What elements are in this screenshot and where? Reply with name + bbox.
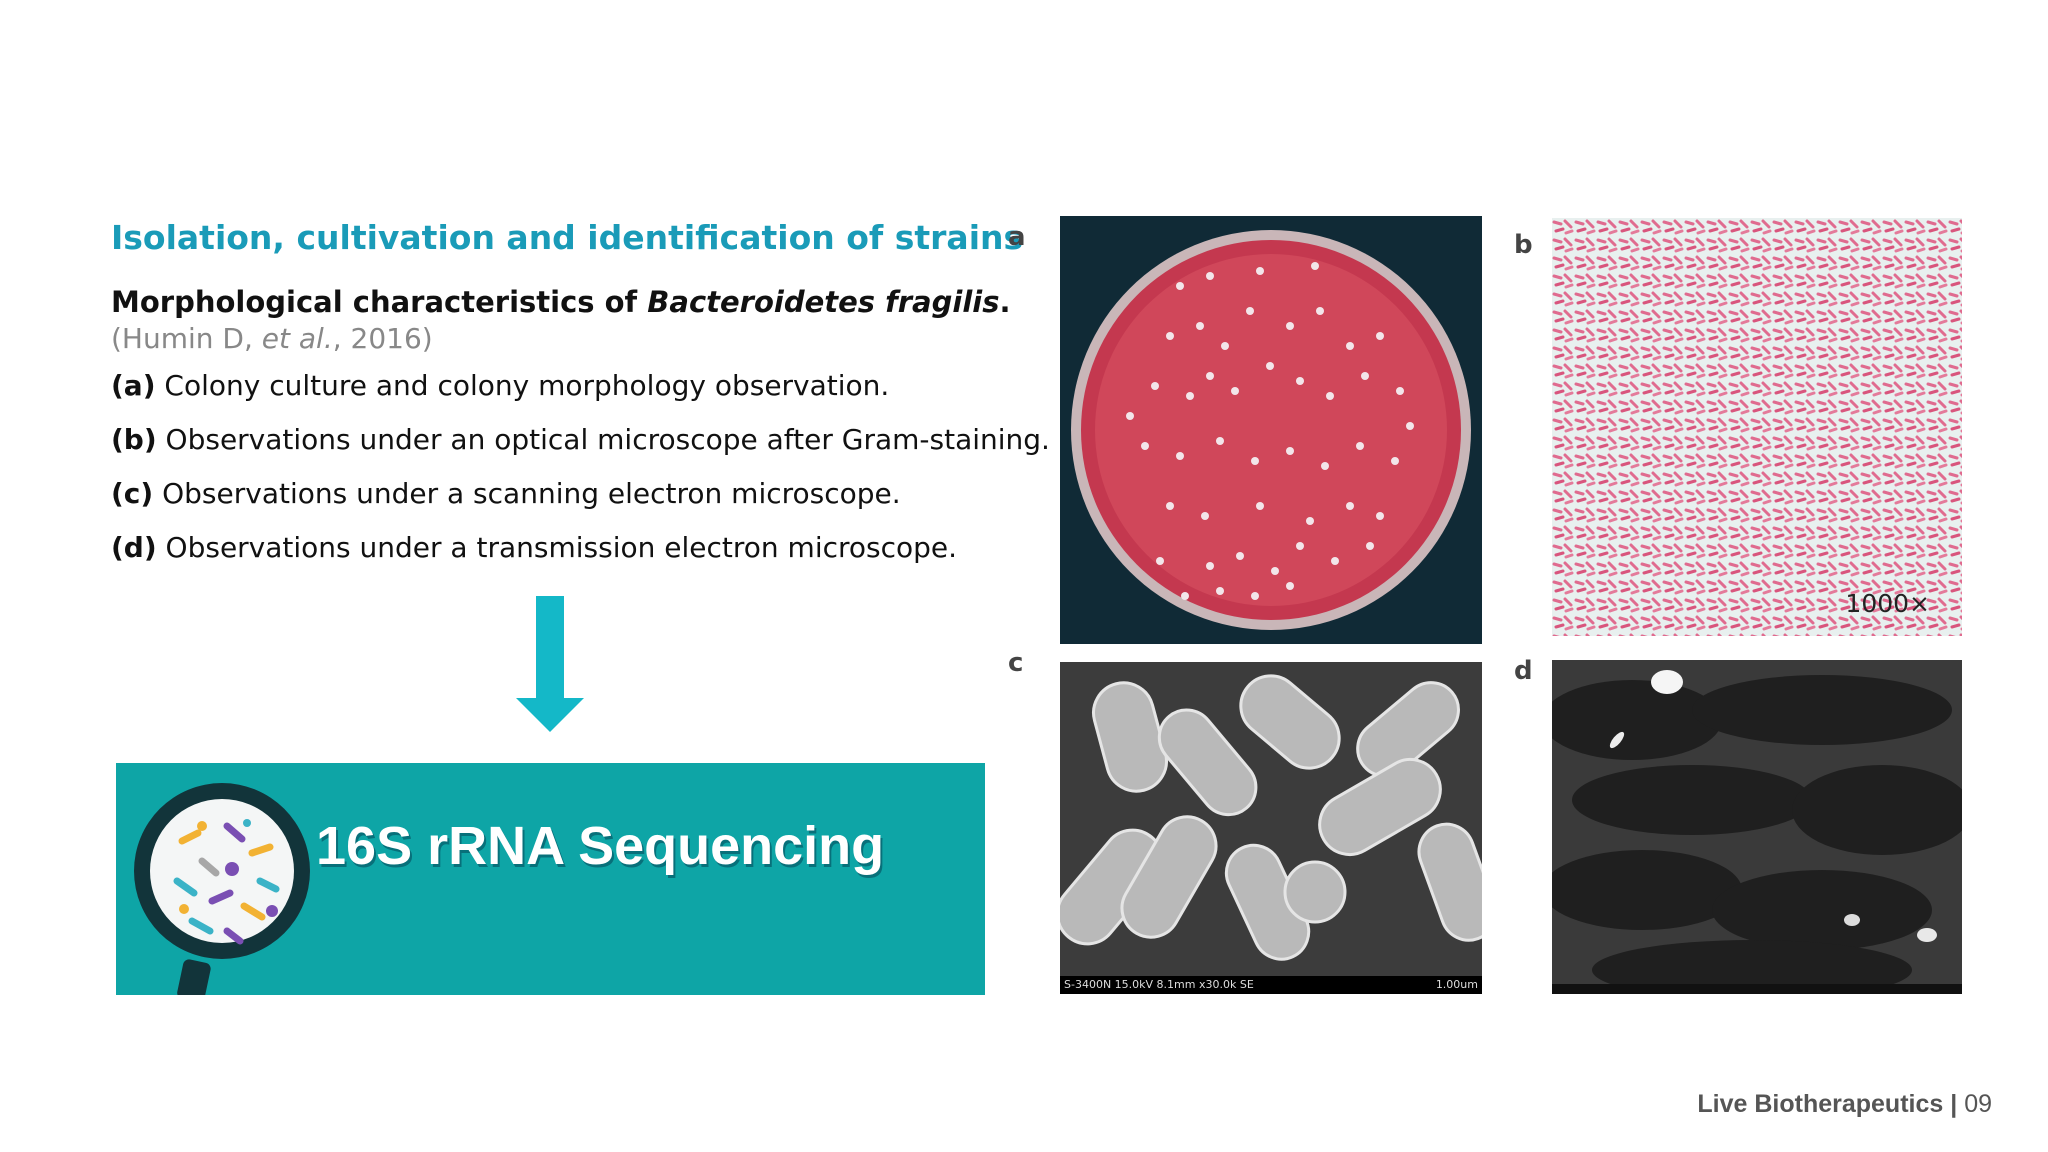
item-text: Observations under a transmission electr… [156, 531, 958, 564]
tem-image [1552, 660, 1962, 994]
item-text: Observations under a scanning electron m… [153, 477, 901, 510]
sem-info: S-3400N 15.0kV 8.1mm x30.0k SE [1064, 978, 1254, 991]
item-label: (b) [111, 423, 157, 456]
sem-graphic [1060, 662, 1482, 994]
subtitle-prefix: Morphological characteristics of [111, 285, 648, 319]
footer: Live Biotherapeutics | 09 [1697, 1090, 1992, 1119]
sem-info-bar: S-3400N 15.0kV 8.1mm x30.0k SE 1.00um [1060, 976, 1482, 994]
magnification-label: 1000× [1845, 589, 1930, 618]
panel-label-a: a [1008, 222, 1026, 252]
colony-culture-image [1060, 216, 1482, 644]
list-item: (a) Colony culture and colony morphology… [111, 368, 1011, 422]
footer-title: Live Biotherapeutics [1697, 1090, 1944, 1118]
item-label: (a) [111, 369, 156, 402]
section-title: Isolation, cultivation and identificatio… [111, 218, 1024, 257]
banner-title: 16S rRNA Sequencing [316, 816, 885, 876]
scale-label: 1.00um [1435, 978, 1478, 991]
list-item: (d) Observations under a transmission el… [111, 530, 1011, 584]
item-label: (d) [111, 531, 157, 564]
subtitle: Morphological characteristics of Bactero… [111, 285, 1011, 319]
page-number: 09 [1964, 1090, 1992, 1118]
sem-image: S-3400N 15.0kV 8.1mm x30.0k SE 1.00um [1060, 662, 1482, 994]
citation-etal: et al. [261, 322, 333, 355]
panel-label-d: d [1514, 656, 1533, 686]
panel-label-c: c [1008, 648, 1024, 678]
item-label: (c) [111, 477, 154, 510]
species-name: Bacteroidetes fragilis [647, 285, 1000, 319]
item-text: Observations under an optical microscope… [156, 423, 1050, 456]
gram-stain-graphic [1552, 218, 1962, 636]
citation-year: , 2016) [332, 322, 433, 355]
list-item: (c) Observations under a scanning electr… [111, 476, 1011, 530]
down-arrow-icon [516, 596, 584, 732]
subtitle-suffix: . [999, 285, 1011, 319]
citation: (Humin D, et al., 2016) [111, 322, 433, 355]
item-list: (a) Colony culture and colony morphology… [111, 368, 1050, 584]
item-text: Colony culture and colony morphology obs… [155, 369, 890, 402]
footer-separator: | [1950, 1090, 1958, 1118]
citation-author: (Humin D, [111, 322, 262, 355]
tem-info-bar [1552, 984, 1962, 994]
magnifier-bacteria-icon [134, 783, 310, 995]
tem-graphic [1552, 660, 1962, 994]
gram-stain-image: 1000× [1552, 218, 1962, 636]
petri-dish-graphic [1060, 216, 1482, 644]
sequencing-banner: 16S rRNA Sequencing [116, 763, 985, 995]
panel-label-b: b [1514, 230, 1533, 260]
list-item: (b) Observations under an optical micros… [111, 422, 1050, 476]
